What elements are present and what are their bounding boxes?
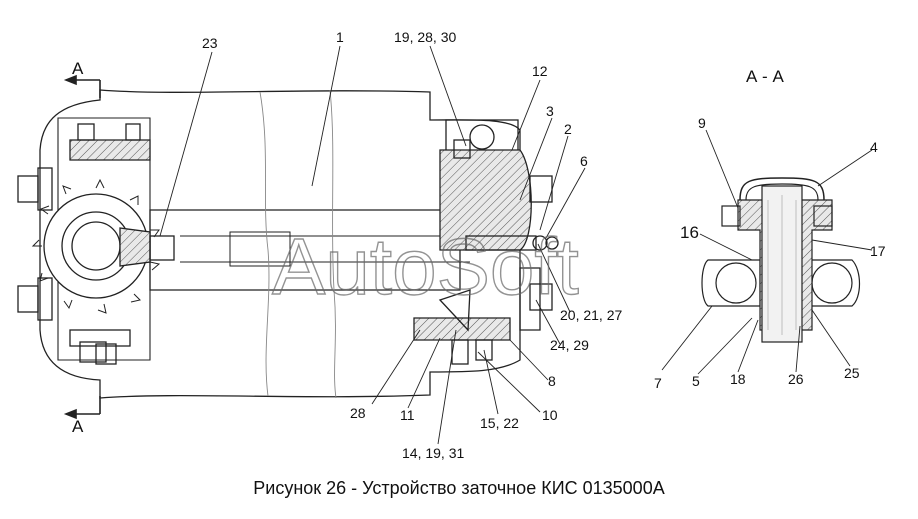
section-marker-top	[63, 74, 101, 98]
left-top-clamp	[69, 139, 151, 161]
leader-lines-main	[159, 45, 586, 445]
callout-6: 6	[580, 153, 588, 169]
spring-clip	[739, 177, 825, 201]
callout-24-29: 24, 29	[550, 337, 589, 353]
callout-10: 10	[542, 407, 558, 423]
callout-19-28-30: 19, 28, 30	[394, 29, 456, 45]
callout-4: 4	[870, 139, 878, 155]
callout-20-21-27: 20, 21, 27	[560, 307, 622, 323]
shaft	[149, 209, 461, 291]
callout-2: 2	[564, 121, 572, 137]
callout-28: 28	[350, 405, 366, 421]
shaft-end	[229, 231, 291, 267]
callout-26: 26	[788, 371, 804, 387]
left-rod	[701, 259, 761, 307]
callout-1: 1	[336, 29, 344, 45]
callout-17: 17	[870, 243, 886, 259]
callout-5: 5	[692, 373, 700, 389]
left-bolt-bottom	[17, 285, 39, 313]
callout-7: 7	[654, 375, 662, 391]
assembly-drawing: AutoSoft А А 23 1 19, 28, 30 12 3 2 6 20…	[17, 29, 886, 461]
callout-16: 16	[680, 223, 699, 242]
callout-15-22: 15, 22	[480, 415, 519, 431]
section-marker-bottom	[63, 396, 101, 420]
section-view	[701, 177, 861, 343]
section-title: А - А	[746, 67, 784, 86]
callouts-main: А А 23 1 19, 28, 30 12 3 2 6 20, 21, 27 …	[72, 29, 622, 461]
callout-3: 3	[546, 103, 554, 119]
right-rod	[809, 259, 861, 307]
watermark: AutoSoft	[272, 222, 579, 311]
callout-14-19-31: 14, 19, 31	[402, 445, 464, 461]
callouts-section: А - А 9 4 16 17 7 5 18 26 25	[654, 67, 886, 391]
right-bottom-clamp	[413, 317, 511, 341]
callout-8: 8	[548, 373, 556, 389]
callout-18: 18	[730, 371, 746, 387]
section-marker-bottom-label: А	[72, 417, 84, 436]
callout-25: 25	[844, 365, 860, 381]
callout-11: 11	[400, 407, 415, 423]
right-bolt-top	[529, 175, 553, 203]
pin-rod	[465, 235, 537, 251]
main-view	[17, 74, 559, 420]
hub-insert	[119, 227, 151, 267]
callout-9: 9	[698, 115, 706, 131]
left-bolt-top	[17, 175, 39, 203]
leader-lines-section	[661, 129, 873, 375]
section-marker-top-label: А	[72, 59, 84, 78]
right-nut-top	[469, 124, 495, 150]
figure-caption: Рисунок 26 - Устройство заточное КИС 013…	[253, 478, 665, 498]
callout-12: 12	[532, 63, 548, 79]
callout-23: 23	[202, 35, 218, 51]
